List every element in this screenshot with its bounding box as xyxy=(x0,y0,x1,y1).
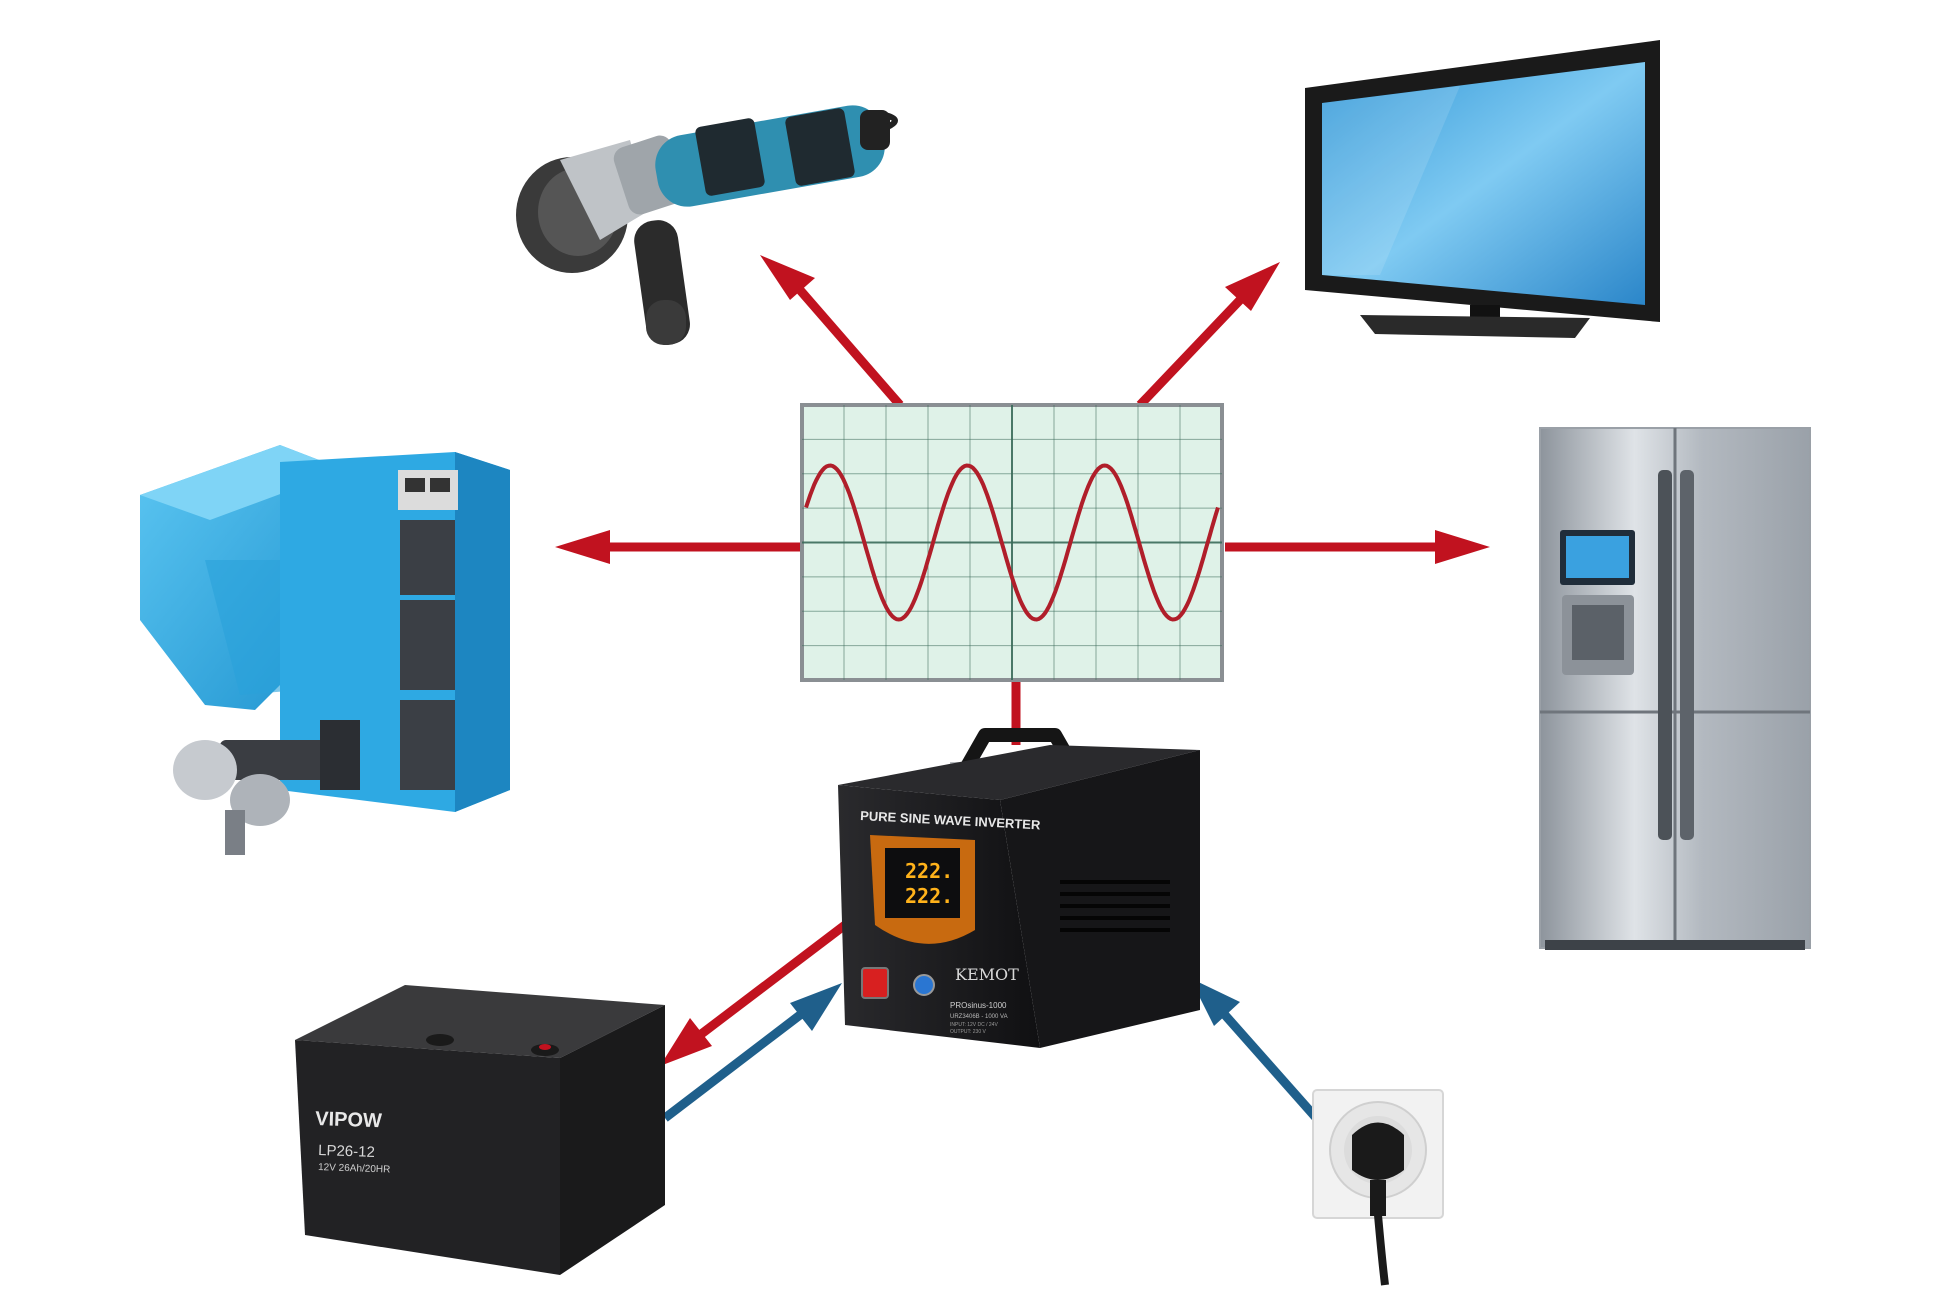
refrigerator-icon xyxy=(1539,427,1811,950)
inverter-input-spec: INPUT: 12V DC / 24V xyxy=(950,1022,998,1028)
battery-spec: 12V 26Ah/20HR xyxy=(318,1162,391,1176)
arrowhead-from-socket xyxy=(1190,978,1240,1026)
arrowhead-tv xyxy=(1225,262,1280,311)
input-arrows xyxy=(662,978,1322,1123)
inverter-display xyxy=(885,848,960,918)
television-icon xyxy=(1305,40,1660,338)
pellet-boiler-icon xyxy=(140,445,510,855)
inverter-output-spec: OUTPUT: 230 V xyxy=(950,1029,987,1035)
display-line1: 222. xyxy=(905,859,953,883)
arrow-to-tv xyxy=(1136,296,1244,409)
arrowhead-battery xyxy=(660,1018,712,1066)
arrowhead-boiler xyxy=(555,530,610,564)
output-arrows xyxy=(555,255,1490,1066)
arrowhead-fridge xyxy=(1435,530,1490,564)
scope-grid xyxy=(802,405,1222,680)
power-switch[interactable] xyxy=(861,967,889,999)
battery-brand: VIPOW xyxy=(315,1108,383,1132)
arrow-to-grinder xyxy=(796,287,904,408)
arrow-from-socket xyxy=(1221,1012,1322,1123)
inverter-vents xyxy=(1060,880,1170,932)
wall-socket-icon xyxy=(1312,1089,1444,1286)
display-line2: 222. xyxy=(905,884,953,908)
inverter-model-code: URZ3406B - 1000 VA xyxy=(950,1014,1008,1020)
mode-button[interactable] xyxy=(913,974,935,996)
battery-icon: VIPOW LP26-12 12V 26Ah/20HR xyxy=(295,985,665,1275)
sine-waveform xyxy=(804,463,1220,622)
inverter-model: PROsinus-1000 xyxy=(950,1001,1007,1010)
arrow-to-battery xyxy=(697,921,848,1039)
arrow-from-battery xyxy=(662,1011,803,1122)
oscilloscope-icon xyxy=(800,403,1224,682)
inverter-icon: PURE SINE WAVE INVERTER 222. 222. KEMOT … xyxy=(838,728,1200,1048)
arrowhead-from-battery xyxy=(790,983,842,1031)
inverter-brand: KEMOT xyxy=(955,965,1019,984)
arrowhead-grinder xyxy=(760,255,815,300)
angle-grinder-icon xyxy=(516,105,898,345)
battery-model: LP26-12 xyxy=(318,1142,375,1161)
